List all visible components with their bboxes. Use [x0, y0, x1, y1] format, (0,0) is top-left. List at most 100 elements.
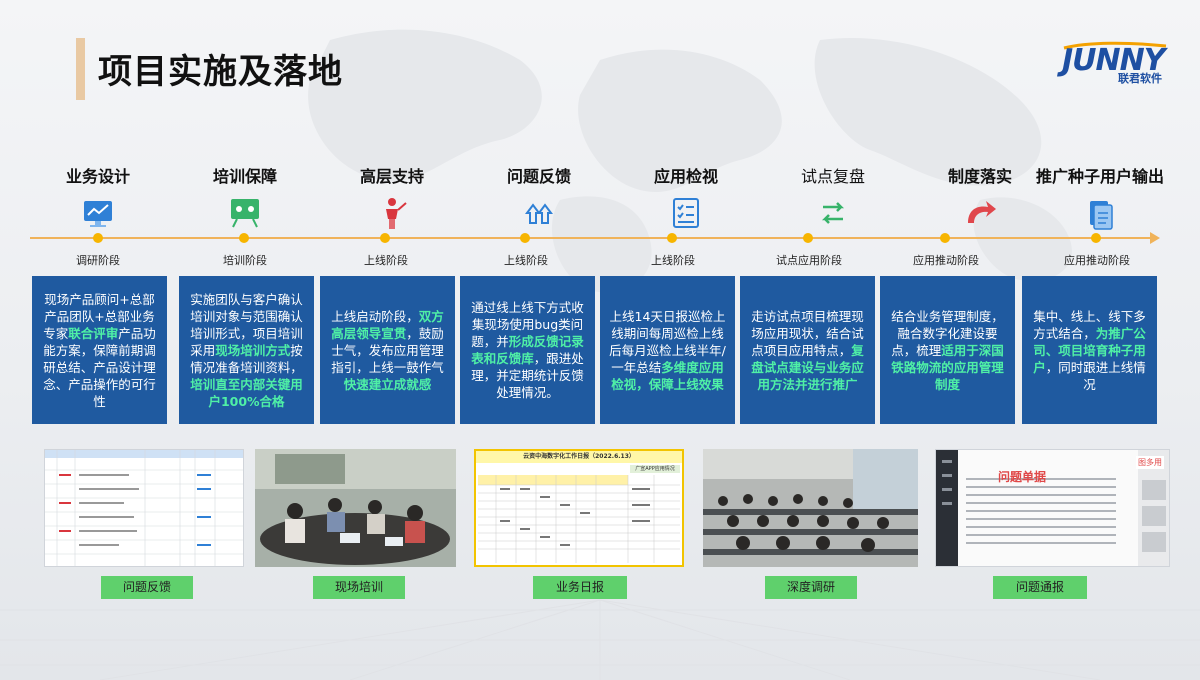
- card-6: 走访试点项目梳理现场应用现状，结合试点项目应用特点，复盘试点建设与业务应用方法并…: [740, 276, 875, 424]
- card-highlight-text: 为推广公司、项目培育种子用户: [1033, 325, 1146, 375]
- issue-notice-title: 问题单据: [998, 470, 1047, 484]
- document-copy-icon: [1090, 201, 1113, 230]
- card-highlight-text: 培训直至内部关键用户100%合格: [190, 376, 303, 409]
- stage-phase: 试点应用阶段: [776, 254, 842, 267]
- photo-issue-feedback[interactable]: [44, 449, 244, 567]
- card-body-text: 实施团队与客户确认培训对象与范围确认培训形式，项目培训采用: [190, 291, 303, 358]
- timeline-line: [30, 237, 1158, 239]
- stage-title: 制度落实: [947, 167, 1012, 186]
- stage-5: 应用检视: [616, 165, 756, 237]
- card-body-text: 上线启动阶段，: [331, 308, 419, 324]
- upload-arrows-icon: [525, 203, 553, 224]
- timeline-dot: [940, 233, 950, 243]
- card-highlight-text: 现场培训方式: [215, 342, 291, 358]
- card-3: 上线启动阶段，双方高层领导宣贯，鼓励士气，发布应用管理指引，上线一鼓作气快速建立…: [320, 276, 455, 424]
- card-text: 结合业务管理制度，融合数字化建设要点，梳理适用于深国铁路物流的应用管理制度: [889, 308, 1006, 393]
- card-text: 上线启动阶段，双方高层领导宣贯，鼓励士气，发布应用管理指引，上线一鼓作气快速建立…: [329, 308, 446, 393]
- page-title: 项目实施及落地: [98, 52, 343, 92]
- timeline-dot: [803, 233, 813, 243]
- card-body-text: 现场产品顾问+总部产品团队+总部业务专家: [43, 291, 155, 341]
- caption-issue-feedback: 问题反馈: [101, 576, 193, 599]
- card-text: 集中、线上、线下多方式结合，为推广公司、项目培育种子用户，同时跟进上线情况: [1031, 308, 1148, 393]
- company-logo: JUNNY 联君软件: [1058, 40, 1170, 86]
- stage-8: 推广种子用户输出: [1028, 165, 1172, 237]
- stage-phase: 上线阶段: [651, 254, 695, 267]
- card-highlight-text: 适用于深国铁路物流的应用管理制度: [891, 342, 1004, 392]
- card-highlight-text: 形成反馈记录表和反馈库: [471, 334, 584, 366]
- card-body-text: 结合业务管理制度，融合数字化建设要点，梳理: [891, 308, 1004, 358]
- card-highlight-text: 多维度应用检视，保障上线效果: [611, 359, 724, 392]
- stage-7: 制度落实: [910, 165, 1050, 237]
- daily-report-table: [478, 475, 680, 563]
- stage-title: 培训保障: [212, 167, 277, 186]
- card-body-text: ，跟进处理，并定期统计反馈处理情况。: [471, 351, 584, 400]
- stage-headers: 业务设计 培训保障 高层支持 问题反馈: [28, 165, 1172, 270]
- card-highlight-text: 联合评审: [68, 325, 119, 341]
- caption-issue-notice: 问题通报: [993, 576, 1087, 599]
- card-body-text: 按情况准备培训资料，: [190, 342, 303, 375]
- card-1: 现场产品顾问+总部产品团队+总部业务专家联合评审产品功能方案，保障前期调研总结、…: [32, 276, 167, 424]
- caption-business-daily: 业务日报: [533, 576, 627, 599]
- chat-screenshot: [936, 450, 1169, 566]
- checklist-icon: [673, 198, 699, 228]
- stage-title: 问题反馈: [506, 167, 571, 186]
- logo-swoosh-icon: [1063, 41, 1167, 50]
- card-body-text: 产品功能方案，保障前期调研总结、产品设计理念、产品操作的可行性: [43, 325, 156, 409]
- stage-1: 业务设计: [28, 165, 168, 237]
- card-2: 实施团队与客户确认培训对象与范围确认培训形式，项目培训采用现场培训方式按情况准备…: [179, 276, 314, 424]
- stage-phase: 上线阶段: [504, 254, 548, 267]
- timeline-arrow-icon: [1150, 232, 1160, 244]
- stage-phase: 应用推动阶段: [913, 254, 979, 267]
- stage-title: 推广种子用户输出: [1035, 167, 1164, 186]
- card-body-text: ，鼓励士气，发布应用管理指引，上线一鼓作气: [331, 325, 444, 375]
- stage-6: 试点复盘: [763, 165, 903, 237]
- speaker-podium-icon: [386, 198, 407, 229]
- photo-issue-notice[interactable]: 问题单据 图多用: [935, 449, 1170, 567]
- card-highlight-text: 快速建立成就感: [343, 376, 432, 392]
- photo-in-depth-research[interactable]: [703, 449, 918, 567]
- daily-report-side-label: 广宣APP应用情况: [630, 465, 680, 473]
- card-4: 通过线上线下方式收集现场使用bug类问题，并形成反馈记录表和反馈库，跟进处理，并…: [460, 276, 595, 424]
- cycle-arrows-icon: [821, 202, 845, 224]
- timeline-dot: [93, 233, 103, 243]
- stage-phase: 调研阶段: [76, 254, 120, 267]
- logo-wordmark: JUNNY: [1062, 43, 1165, 78]
- classroom-picture: [703, 449, 918, 567]
- photo-onsite-training[interactable]: [255, 449, 456, 567]
- card-body-text: 走访试点项目梳理现场应用现状，结合试点项目应用特点，: [751, 308, 864, 358]
- card-highlight-text: 复盘试点建设与业务应用方法并进行推广: [751, 342, 864, 392]
- photo-business-daily[interactable]: 云资中海数字化工作日报（2022.6.13） 广宣APP应用情况: [474, 449, 684, 567]
- stage-title: 业务设计: [65, 167, 130, 186]
- stage-4: 问题反馈: [469, 165, 609, 237]
- title-accent-bar: [76, 38, 85, 100]
- timeline-dot: [239, 233, 249, 243]
- card-body-text: 通过线上线下方式收集现场使用bug类问题，并: [471, 300, 584, 349]
- card-body-text: ，同时跟进上线情况: [1045, 359, 1146, 392]
- caption-onsite-training: 现场培训: [313, 576, 405, 599]
- timeline-dot: [520, 233, 530, 243]
- card-body-text: 上线14天日报巡检上线期间每周巡检上线后每月巡检上线半年/一年总结: [609, 308, 726, 375]
- timeline-dot: [667, 233, 677, 243]
- stage-phase: 应用推动阶段: [1064, 254, 1130, 267]
- card-body-text: 集中、线上、线下多方式结合，: [1033, 308, 1146, 341]
- timeline-dot: [380, 233, 390, 243]
- training-room-picture: [255, 449, 456, 567]
- stage-3: 高层支持: [322, 165, 462, 237]
- card-7: 结合业务管理制度，融合数字化建设要点，梳理适用于深国铁路物流的应用管理制度: [880, 276, 1015, 424]
- card-5: 上线14天日报巡检上线期间每周巡检上线后每月巡检上线半年/一年总结多维度应用检视…: [600, 276, 735, 424]
- issue-notice-tag: 图多用: [1136, 456, 1164, 469]
- card-text: 走访试点项目梳理现场应用现状，结合试点项目应用特点，复盘试点建设与业务应用方法并…: [749, 308, 866, 393]
- stage-2: 培训保障: [175, 165, 315, 237]
- daily-report-title: 云资中海数字化工作日报（2022.6.13）: [476, 451, 682, 463]
- stage-phase: 培训阶段: [223, 254, 267, 267]
- card-highlight-text: 双方高层领导宣贯: [331, 308, 444, 341]
- logo-subtitle: 联君软件: [1118, 72, 1162, 85]
- spreadsheet-thumbnail: [45, 450, 243, 566]
- stage-title: 应用检视: [653, 167, 718, 186]
- stage-title: 高层支持: [359, 167, 424, 186]
- stage-phase: 上线阶段: [364, 254, 408, 267]
- timeline-dot: [1091, 233, 1101, 243]
- curved-arrow-icon: [968, 201, 996, 223]
- card-text: 现场产品顾问+总部产品团队+总部业务专家联合评审产品功能方案，保障前期调研总结、…: [41, 291, 158, 410]
